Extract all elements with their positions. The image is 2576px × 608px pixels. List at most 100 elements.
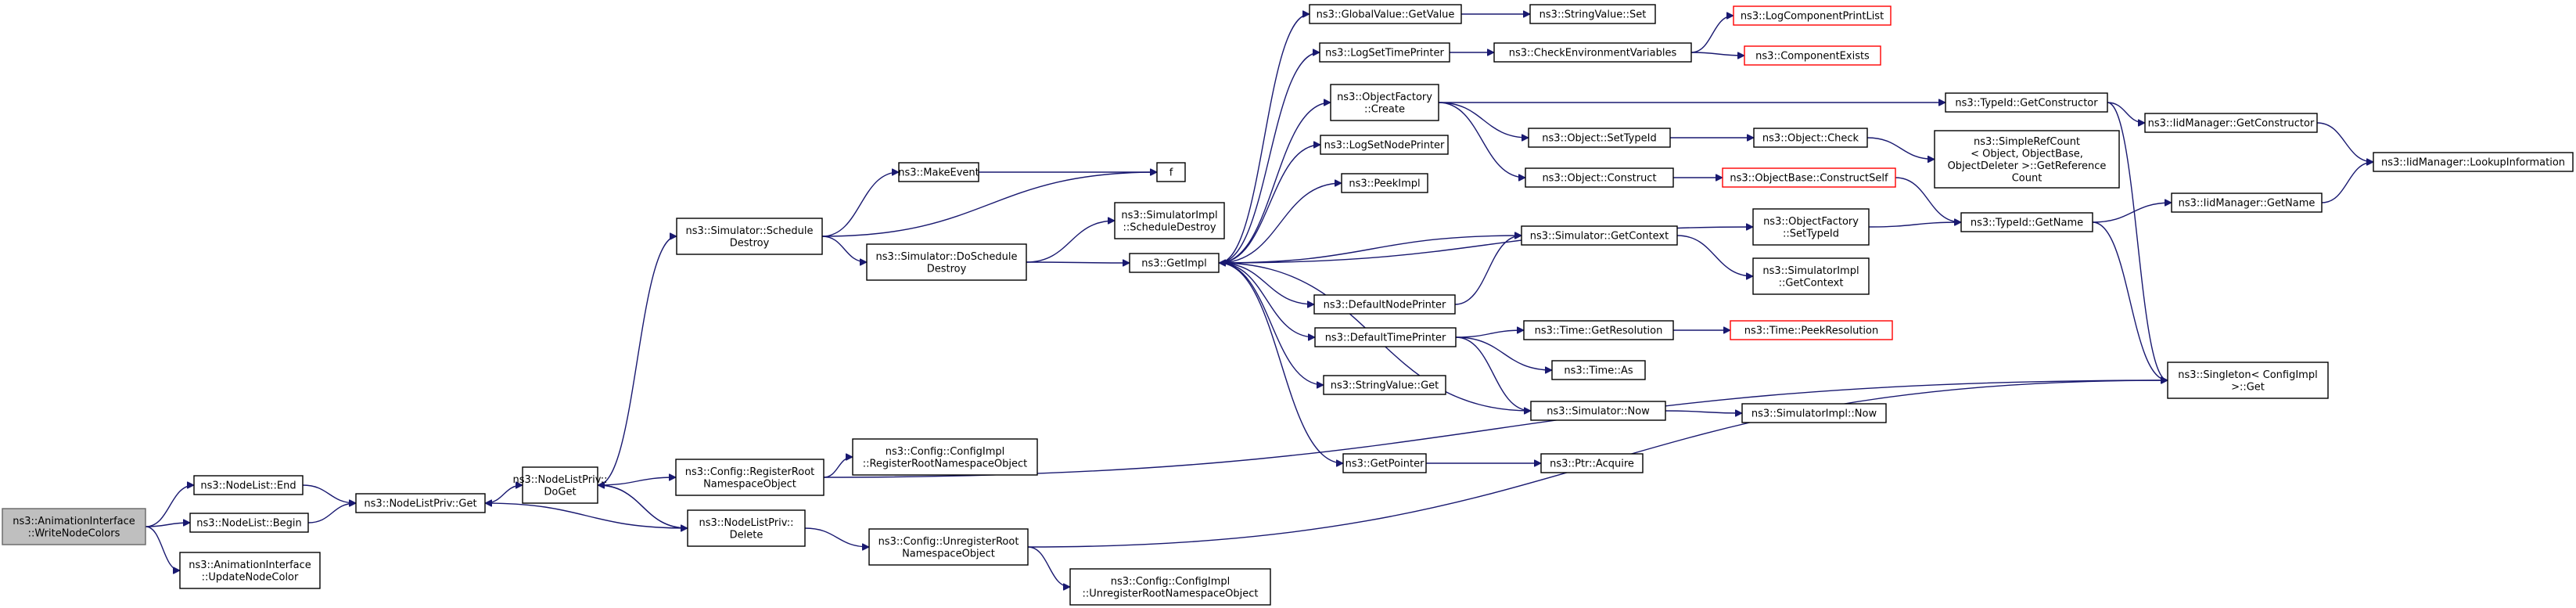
node-sim-now[interactable]: ns3::Simulator::Now xyxy=(1530,401,1666,421)
node-box xyxy=(868,528,1029,566)
node-nlp-delete[interactable]: ns3::NodeListPriv::Delete xyxy=(687,509,806,547)
node-check-env[interactable]: ns3::CheckEnvironmentVariables xyxy=(1493,42,1692,63)
node-time-as[interactable]: ns3::Time::As xyxy=(1551,360,1646,380)
edge-nlp-doget-to-sim-sched-destroy xyxy=(597,236,677,486)
node-cfg-impl-reg[interactable]: ns3::Config::ConfigImpl::RegisterRootNam… xyxy=(852,438,1038,476)
node-sv-set[interactable]: ns3::StringValue::Set xyxy=(1529,4,1656,24)
node-cfg-impl-unreg[interactable]: ns3::Config::ConfigImpl::UnregisterRootN… xyxy=(1069,568,1271,606)
node-label: ns3::AnimationInterface xyxy=(13,516,135,527)
node-box xyxy=(1156,162,1186,182)
edge-get-impl-to-get-pointer xyxy=(1218,262,1343,463)
node-of-settypeid[interactable]: ns3::ObjectFactory::SetTypeId xyxy=(1752,208,1870,246)
node-box xyxy=(1741,403,1887,423)
node-label: ns3::Singleton< ConfigImpl xyxy=(2178,369,2317,381)
node-def-node-printer[interactable]: ns3::DefaultNodePrinter xyxy=(1313,294,1456,315)
node-label: ns3::GetPointer xyxy=(1345,459,1425,470)
node-simimpl-now[interactable]: ns3::SimulatorImpl::Now xyxy=(1741,403,1887,423)
node-simimpl-getcontext[interactable]: ns3::SimulatorImpl::GetContext xyxy=(1752,257,1870,295)
node-label: ns3::IidManager::LookupInformation xyxy=(2381,157,2565,169)
node-comp-exists[interactable]: ns3::ComponentExists xyxy=(1744,45,1881,66)
node-get-impl[interactable]: ns3::GetImpl xyxy=(1129,253,1220,273)
node-label: < Object, ObjectBase, xyxy=(1971,148,2083,160)
node-nlp-get[interactable]: ns3::NodeListPriv::Get xyxy=(355,493,486,513)
node-sv-get[interactable]: ns3::StringValue::Get xyxy=(1323,375,1446,395)
node-box xyxy=(1722,167,1896,188)
node-sim-getcontext[interactable]: ns3::Simulator::GetContext xyxy=(1521,225,1678,246)
edge-iid-getname-to-iid-lookup xyxy=(2321,162,2373,203)
node-iid-getname[interactable]: ns3::IidManager::GetName xyxy=(2171,192,2323,213)
edge-check-env-to-log-comp-list xyxy=(1690,16,1734,53)
node-upd-color[interactable]: ns3::AnimationInterface::UpdateNodeColor xyxy=(179,552,321,589)
node-cfg-unreg-root[interactable]: ns3::Config::UnregisterRootNamespaceObje… xyxy=(868,528,1029,566)
node-box xyxy=(1521,225,1678,246)
edge-of-create-to-obj-construct xyxy=(1438,102,1525,178)
node-box xyxy=(1320,135,1449,155)
node-label: ns3::Ptr::Acquire xyxy=(1550,459,1634,470)
node-box xyxy=(1733,5,1892,26)
edge-def-time-printer-to-sim-now xyxy=(1455,336,1531,411)
node-box xyxy=(676,218,823,255)
node-label: ns3::NodeListPriv:: xyxy=(512,474,607,486)
node-box xyxy=(1753,128,1868,148)
node-sim-sched-destroy[interactable]: ns3::Simulator::ScheduleDestroy xyxy=(676,218,823,255)
edges-layer xyxy=(145,14,2373,587)
node-gv-getvalue[interactable]: ns3::GlobalValue::GetValue xyxy=(1309,4,1462,24)
node-obj-check[interactable]: ns3::Object::Check xyxy=(1753,128,1868,148)
node-label: >::Get xyxy=(2231,381,2265,393)
node-f[interactable]: f xyxy=(1156,162,1186,182)
node-ptr-acquire[interactable]: ns3::Ptr::Acquire xyxy=(1540,453,1644,473)
node-simple-ref[interactable]: ns3::SimpleRefCount< Object, ObjectBase,… xyxy=(1934,130,2120,189)
node-log-time[interactable]: ns3::LogSetTimePrinter xyxy=(1319,42,1450,63)
node-label: ns3::StringValue::Set xyxy=(1539,9,1647,21)
node-time-getres[interactable]: ns3::Time::GetResolution xyxy=(1523,320,1674,340)
node-time-peekres[interactable]: ns3::Time::PeekResolution xyxy=(1730,320,1893,340)
edge-get-impl-to-def-time-printer xyxy=(1218,262,1315,337)
node-label: ns3::DefaultNodePrinter xyxy=(1324,300,1446,311)
node-of-create[interactable]: ns3::ObjectFactory::Create xyxy=(1330,84,1439,121)
node-box xyxy=(1525,167,1674,188)
node-simimpl-sched[interactable]: ns3::SimulatorImpl::ScheduleDestroy xyxy=(1114,202,1225,239)
node-singleton-get[interactable]: ns3::Singleton< ConfigImpl >::Get xyxy=(2167,362,2329,399)
node-cfg-reg-root[interactable]: ns3::Config::RegisterRootNamespaceObject xyxy=(675,459,825,496)
node-iid-lookup[interactable]: ns3::IidManager::LookupInformation xyxy=(2373,152,2574,172)
edge-objbase-construct-to-typeid-getname xyxy=(1895,177,1961,222)
node-label: ns3::SimulatorImpl xyxy=(1762,265,1859,277)
edge-typeid-getname-to-singleton-get xyxy=(2092,221,2168,380)
node-label: ns3::ObjectBase::ConstructSelf xyxy=(1730,173,1888,185)
node-log-comp-list[interactable]: ns3::LogComponentPrintList xyxy=(1733,5,1892,26)
node-objbase-construct[interactable]: ns3::ObjectBase::ConstructSelf xyxy=(1722,167,1896,188)
node-typeid-getname[interactable]: ns3::TypeId::GetName xyxy=(1960,212,2093,232)
node-label: NamespaceObject xyxy=(902,548,995,559)
node-label: ns3::ComponentExists xyxy=(1755,51,1870,63)
edge-nlp-delete-to-nlp-get xyxy=(485,503,688,529)
node-get-pointer[interactable]: ns3::GetPointer xyxy=(1342,453,1427,473)
node-root[interactable]: ns3::AnimationInterface::WriteNodeColors xyxy=(2,508,146,545)
node-iid-getctor[interactable]: ns3::IidManager::GetConstructor xyxy=(2144,113,2318,133)
node-peek-impl[interactable]: ns3::PeekImpl xyxy=(1341,173,1428,193)
node-label: ns3::NodeListPriv:: xyxy=(699,517,793,529)
node-box xyxy=(1129,253,1220,273)
edge-def-node-printer-to-sim-getcontext xyxy=(1454,236,1522,305)
node-label: ns3::IidManager::GetName xyxy=(2179,198,2316,210)
node-label: ns3::TypeId::GetConstructor xyxy=(1955,98,2098,110)
node-obj-construct[interactable]: ns3::Object::Construct xyxy=(1525,167,1674,188)
node-label: Count xyxy=(2012,172,2042,184)
node-obj-settypeid[interactable]: ns3::Object::SetTypeId xyxy=(1528,128,1671,148)
edge-root-to-nl-begin xyxy=(145,523,190,527)
node-typeid-getctor[interactable]: ns3::TypeId::GetConstructor xyxy=(1945,92,2108,113)
node-label: ns3::GlobalValue::GetValue xyxy=(1317,9,1455,21)
node-label: ns3::Time::As xyxy=(1564,365,1633,377)
node-make-event[interactable]: ns3::MakeEvent xyxy=(898,162,979,182)
node-box xyxy=(1934,130,2120,189)
node-log-node[interactable]: ns3::LogSetNodePrinter xyxy=(1320,135,1449,155)
node-box xyxy=(1330,84,1439,121)
node-nlp-doget[interactable]: ns3::NodeListPriv::DoGet xyxy=(512,466,608,504)
node-label: ObjectDeleter >::GetReference xyxy=(1948,160,2107,172)
node-def-time-printer[interactable]: ns3::DefaultTimePrinter xyxy=(1314,327,1457,347)
node-label: ns3::NodeListPriv::Get xyxy=(364,498,476,510)
node-nl-begin[interactable]: ns3::NodeList::Begin xyxy=(189,513,309,533)
node-box xyxy=(2144,113,2318,133)
node-nl-end[interactable]: ns3::NodeList::End xyxy=(193,475,304,495)
